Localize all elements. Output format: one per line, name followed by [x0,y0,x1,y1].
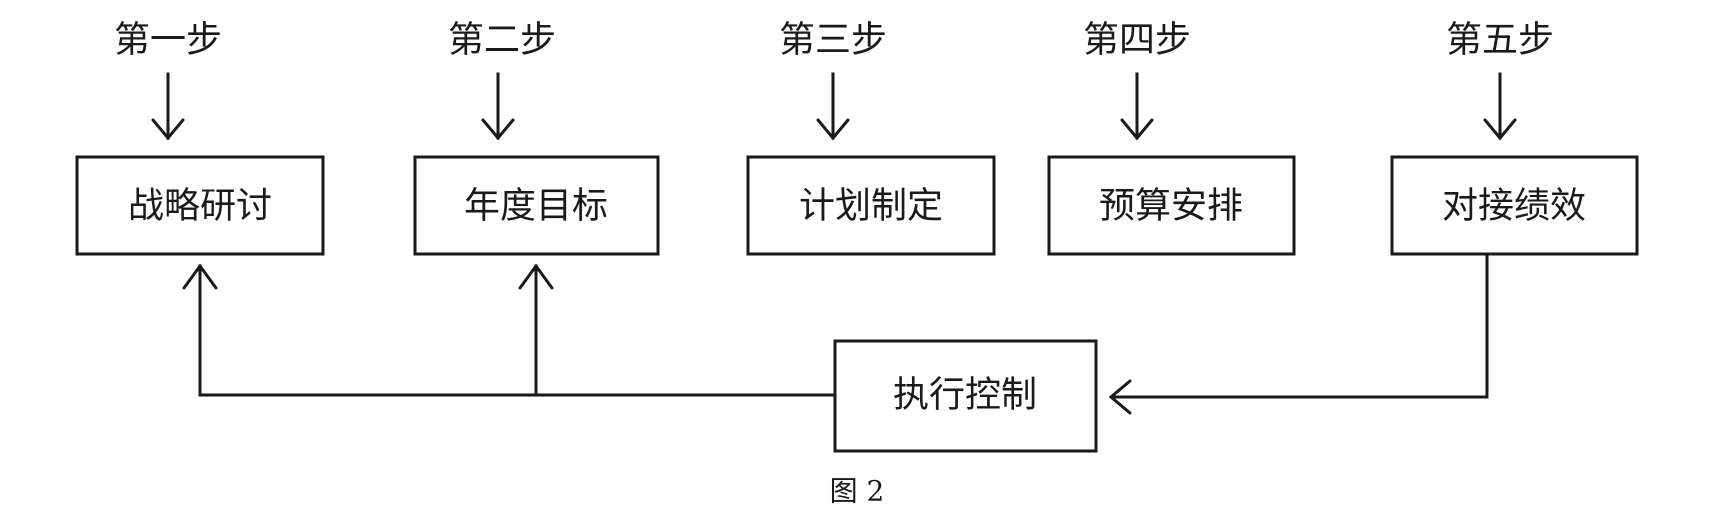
step-5-down-arrow [1483,72,1517,141]
step-2-box-label: 年度目标 [464,186,608,227]
feedback-to-step-2-connector [518,263,554,397]
step-4: 第四步 预算安排 [1047,20,1296,256]
step-1-down-arrow [151,72,185,141]
step-3-box: 计划制定 [746,155,996,256]
step-4-box: 预算安排 [1047,155,1296,256]
step-4-down-arrow [1120,72,1154,141]
step-1-box: 战略研讨 [75,155,325,256]
step-2-label: 第二步 [448,20,556,61]
feedback-to-step-5-connector [1108,254,1489,415]
control-box-label: 执行控制 [893,375,1037,416]
step-3-box-label: 计划制定 [799,186,943,227]
step-4-label: 第四步 [1083,20,1191,61]
feedback-to-step-1-connector [182,263,835,397]
step-2: 第二步 年度目标 [413,20,660,256]
step-1-box-label: 战略研讨 [128,186,272,227]
step-3: 第三步 计划制定 [746,20,996,256]
step-2-down-arrow [481,72,515,141]
step-4-box-label: 预算安排 [1099,186,1243,227]
control-box: 执行控制 [833,339,1098,453]
step-5: 第五步 对接绩效 [1390,20,1639,256]
step-2-box: 年度目标 [413,155,660,256]
figure-caption: 图 2 [830,475,885,508]
step-5-box-label: 对接绩效 [1442,186,1586,227]
step-3-down-arrow [816,72,850,141]
step-5-box: 对接绩效 [1390,155,1639,256]
step-1: 第一步 战略研讨 [75,20,325,256]
step-1-label: 第一步 [114,20,222,61]
step-3-label: 第三步 [779,20,887,61]
step-5-label: 第五步 [1446,20,1554,61]
